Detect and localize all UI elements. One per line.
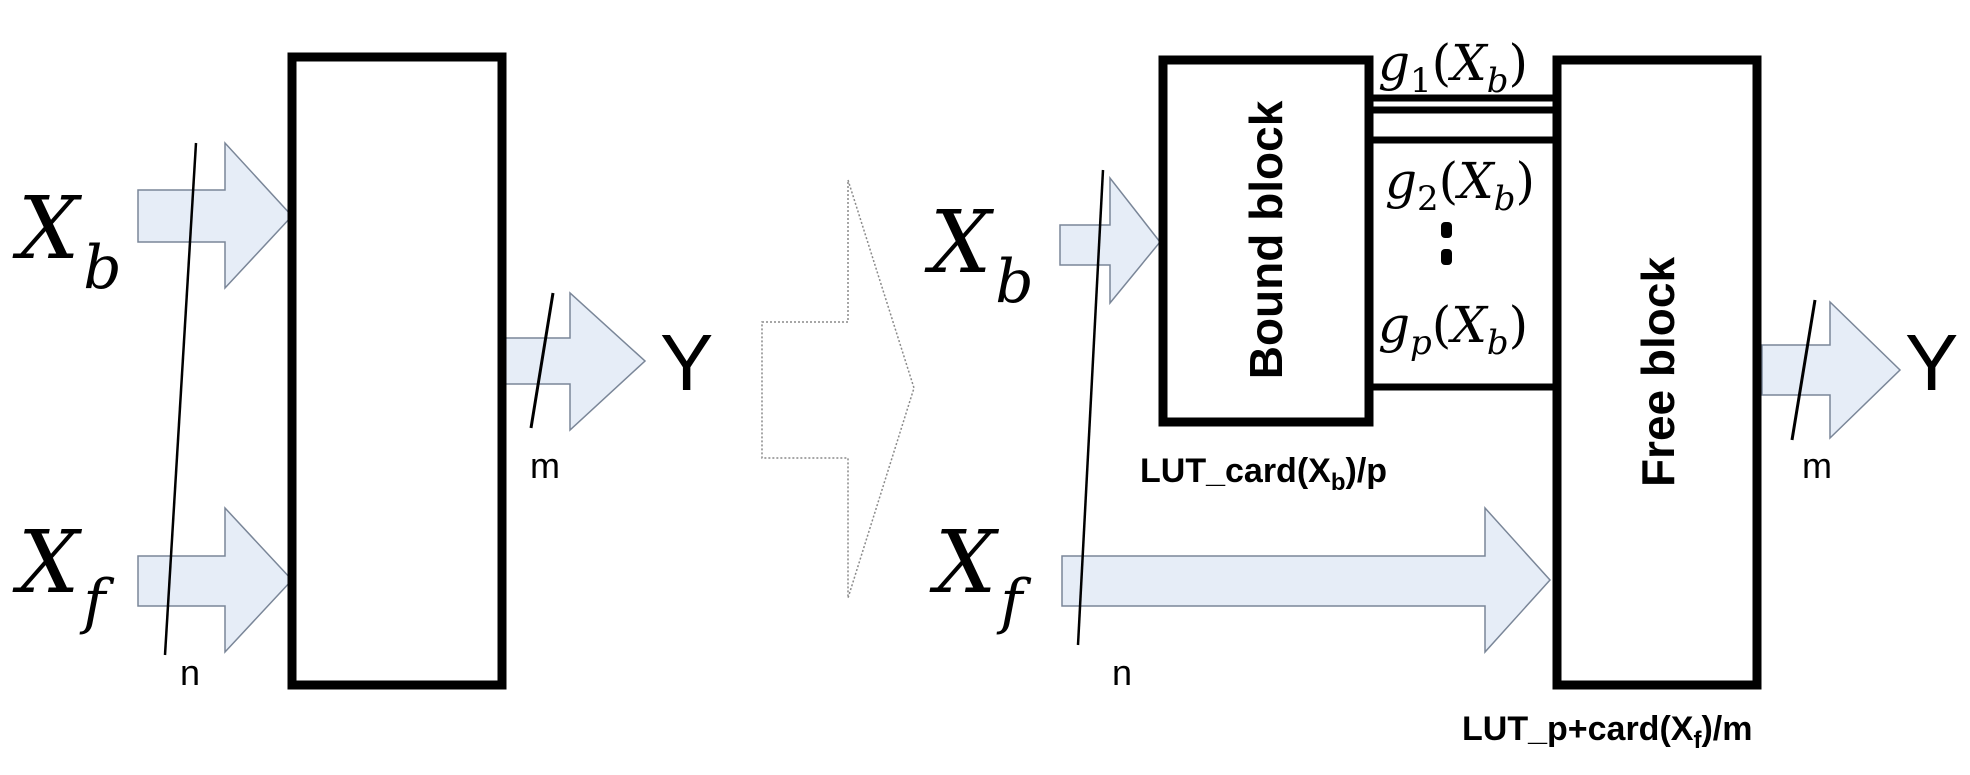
right-input-b-label: Xb bbox=[924, 193, 1034, 317]
left-input-f-label: Xf bbox=[12, 513, 115, 637]
left-input-bus-slash bbox=[163, 142, 198, 656]
left-n-label: n bbox=[180, 652, 200, 693]
g1-label: g1(Xb) bbox=[1378, 34, 1528, 101]
right-m-label: m bbox=[1802, 445, 1832, 486]
ellipsis-dots bbox=[1441, 222, 1452, 265]
free-block-label: Free block bbox=[1632, 257, 1684, 488]
lut-bound-label: LUT_card(Xb)/p bbox=[1140, 452, 1387, 496]
right-output-bus-slash bbox=[1790, 299, 1817, 441]
right-input-bus-slash bbox=[1076, 169, 1105, 646]
left-input-b-arrow bbox=[137, 141, 294, 290]
right-n-label: n bbox=[1112, 652, 1132, 693]
right-input-b-arrow bbox=[1059, 175, 1161, 306]
left-m-label: m bbox=[530, 445, 560, 486]
left-diagram: Xb Xf Y n m bbox=[12, 52, 713, 693]
right-input-f-arrow bbox=[1061, 506, 1552, 654]
left-output-bus-slash bbox=[529, 292, 555, 429]
bound-block bbox=[1158, 55, 1374, 427]
right-output-arrow bbox=[1761, 300, 1902, 440]
left-input-b-label: Xb bbox=[12, 179, 122, 303]
lut-free-label: LUT_p+card(Xf)/m bbox=[1462, 710, 1752, 754]
left-main-block bbox=[287, 52, 507, 690]
g2-label: g2(Xb) bbox=[1385, 152, 1535, 219]
right-output-label: Y bbox=[1905, 318, 1958, 407]
left-input-f-arrow bbox=[137, 506, 294, 654]
left-output-label: Y bbox=[660, 318, 713, 407]
right-diagram: Bound block Free block g1(Xb) g2(Xb) gp(… bbox=[924, 34, 1958, 754]
free-block bbox=[1552, 55, 1762, 690]
right-input-f-label: Xf bbox=[929, 513, 1032, 637]
gp-label: gp(Xb) bbox=[1378, 296, 1528, 363]
left-output-arrow bbox=[501, 291, 647, 432]
bound-block-label: Bound block bbox=[1240, 100, 1292, 379]
transform-arrow bbox=[761, 179, 915, 599]
